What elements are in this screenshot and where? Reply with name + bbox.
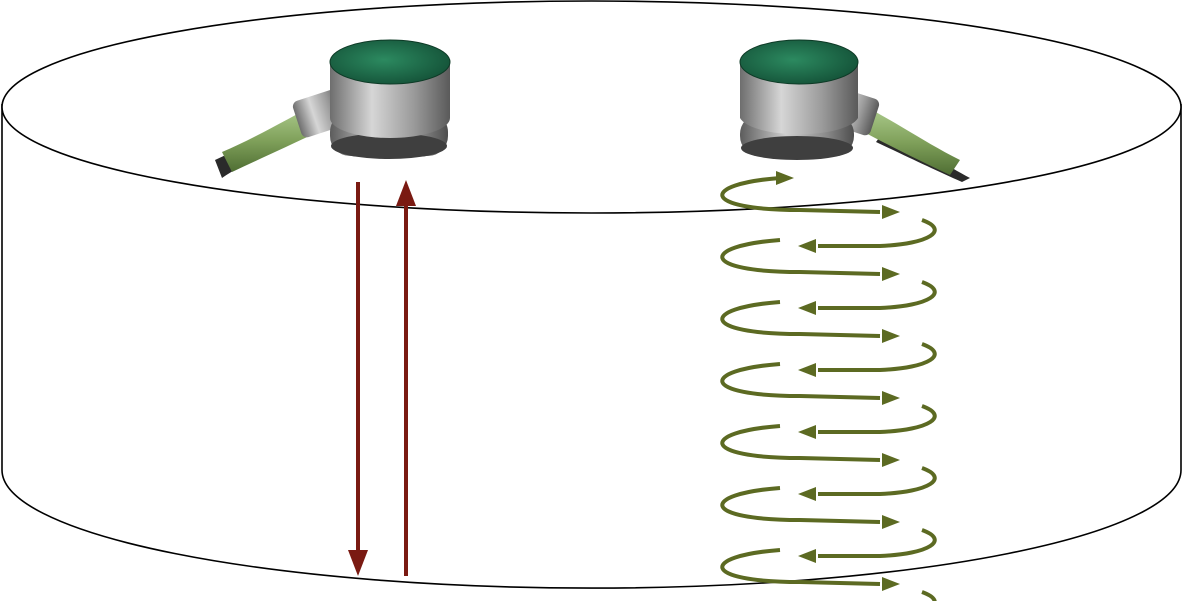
up-arrow-head (396, 180, 416, 206)
helix-loop-front (720, 176, 881, 214)
helix-loop-front (720, 362, 881, 400)
helix-loop-back (921, 590, 937, 606)
helix-loop-back (818, 528, 937, 558)
helix-arrow-left (798, 425, 816, 439)
contact-transducer-icon (739, 39, 970, 182)
helix-arrow-left (798, 549, 816, 563)
helix-loop-back (818, 280, 937, 310)
helix-arrow-left (798, 487, 816, 501)
helix-loop-front (720, 548, 881, 586)
longitudinal-wave (348, 180, 416, 576)
helix-arrow-start (776, 171, 794, 185)
helix-loop-back (818, 466, 937, 496)
helix-arrow-right (882, 205, 900, 219)
cylinder-bottom-edge (1, 104, 1182, 589)
helix-loop-front (720, 424, 881, 462)
helix-arrow-right (882, 329, 900, 343)
cylinder-top-ellipse (1, 0, 1182, 214)
helix-arrow-right (882, 391, 900, 405)
helix-arrow-right (882, 515, 900, 529)
helix-arrow-left (798, 301, 816, 315)
helix-arrow-left (798, 239, 816, 253)
contact-transducer-icon (215, 39, 451, 178)
left-transducer (215, 39, 451, 178)
helix-loop-back (818, 218, 937, 248)
right-transducer (739, 39, 970, 182)
helix-loop-back (818, 342, 937, 372)
down-arrow-head (348, 550, 368, 576)
helix-loop-front (720, 300, 881, 338)
helix-loop-back (818, 404, 937, 434)
shear-wave-helix (720, 171, 937, 606)
cylinder (1, 0, 1182, 589)
helix-arrow-right (882, 577, 900, 591)
helix-loop-front (720, 486, 881, 524)
helix-loop-front (720, 238, 881, 276)
helix-arrow-left (798, 363, 816, 377)
helix-arrow-right (882, 267, 900, 281)
helix-arrow-right (882, 453, 900, 467)
